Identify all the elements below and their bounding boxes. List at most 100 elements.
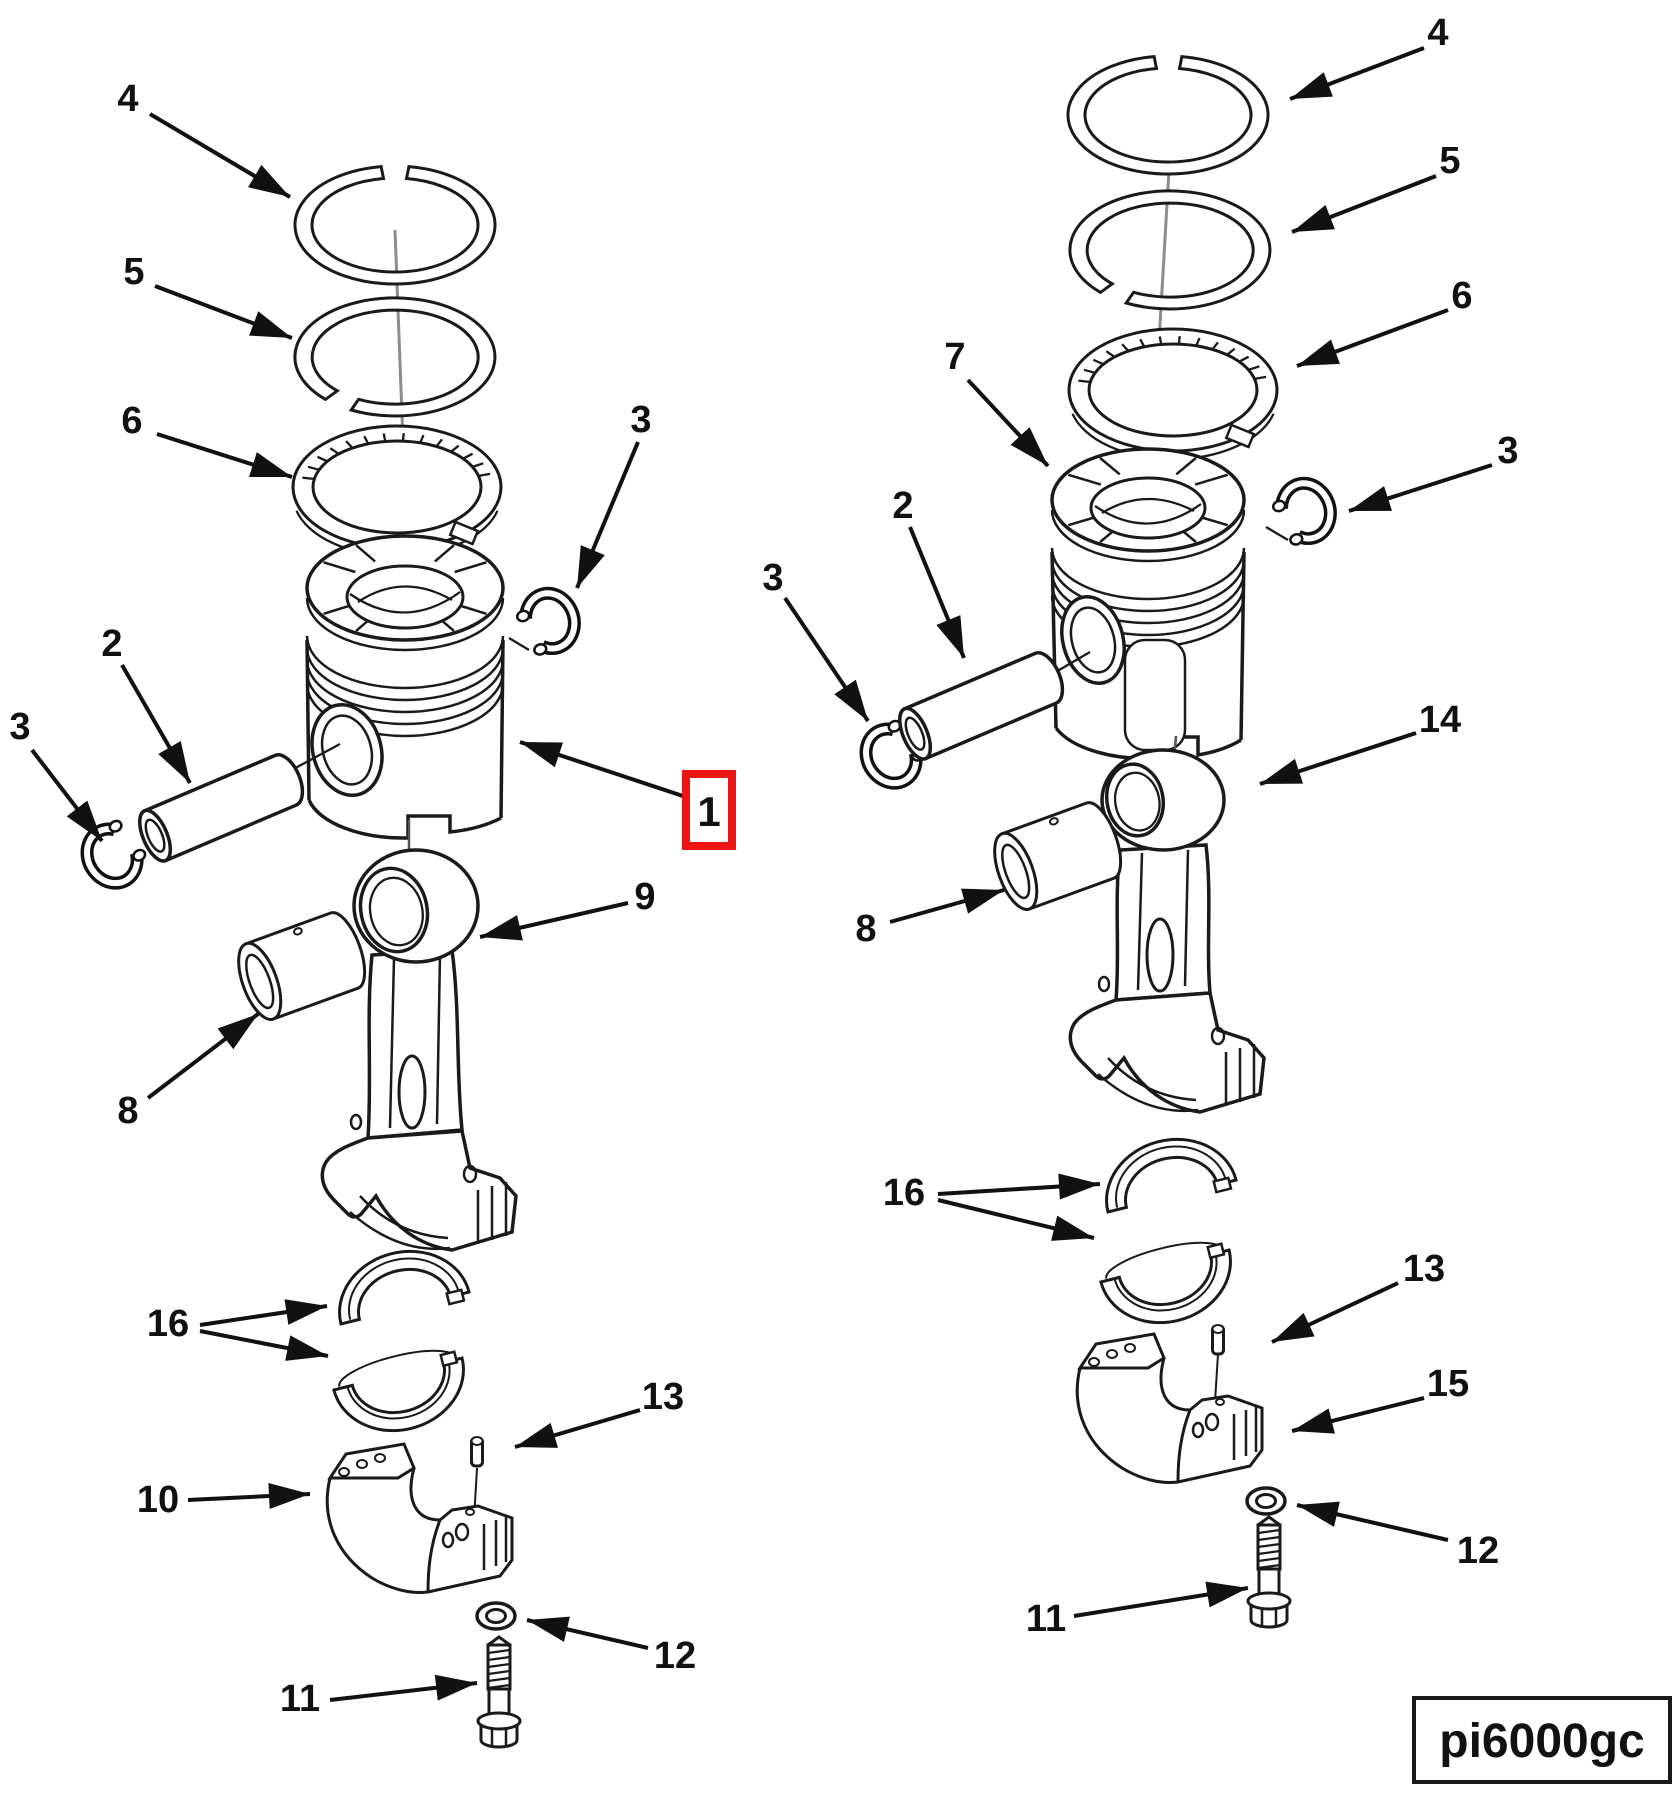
callout-left-washer[interactable]: 12: [654, 1635, 696, 1677]
right-washer: [1245, 1486, 1287, 1516]
arrow-right-12: [1296, 1501, 1449, 1542]
left-washer: [475, 1601, 517, 1631]
callout-left-rod[interactable]: 9: [634, 876, 655, 918]
arrow-left-16a: [199, 1299, 328, 1327]
figure-code-box: pi6000gc: [1412, 1696, 1672, 1784]
left-pin-bushing: [228, 906, 375, 1027]
callout-left-bearing-shells[interactable]: 16: [147, 1303, 189, 1345]
callout-right-pin[interactable]: 2: [892, 485, 913, 527]
callout-right-bushing[interactable]: 8: [855, 908, 876, 950]
right-piston: [1050, 447, 1246, 773]
right-top-compression-ring: [1066, 54, 1270, 176]
arrow-left-9: [479, 901, 629, 941]
callout-left-retainer-lower[interactable]: 3: [9, 706, 30, 748]
callout-left-bolt[interactable]: 11: [280, 1678, 320, 1720]
right-piston-pin: [891, 646, 1071, 765]
arrow-right-5: [1291, 174, 1437, 234]
arrow-right-14: [1259, 731, 1417, 786]
callout-left-bushing[interactable]: 8: [117, 1090, 138, 1132]
arrow-right-11: [1073, 1581, 1249, 1618]
callout-right-ring-second[interactable]: 5: [1439, 140, 1460, 182]
oil-ring-serrations: [302, 432, 491, 481]
highlight-box: [682, 770, 736, 850]
right-bearing-cap: [1075, 1332, 1264, 1484]
right-cap-bolt: [1246, 1515, 1292, 1629]
arrow-left-5: [154, 284, 293, 340]
callout-left-piston[interactable]: 1: [697, 788, 720, 835]
left-cap-bolt: [476, 1635, 522, 1749]
left-assembly: [77, 164, 582, 1749]
right-connecting-rod: [1068, 748, 1266, 1114]
arrow-left-3-lower: [30, 748, 104, 843]
callout-left-ring-top[interactable]: 4: [117, 78, 138, 120]
right-retaining-ring-right: [1269, 477, 1338, 548]
arrow-left-1: [519, 740, 687, 799]
right-oil-control-ring: [1067, 327, 1279, 461]
arrow-left-3-upper: [575, 441, 640, 589]
callout-left-ring-oil[interactable]: 6: [121, 400, 142, 442]
left-bearing-shell-upper: [325, 1236, 473, 1333]
callout-right-rod[interactable]: 14: [1419, 699, 1461, 741]
arrow-right-6: [1296, 308, 1449, 368]
arrow-left-11: [329, 1674, 478, 1702]
right-callout-labels: 4 5 6 7 3 2 3 14 8 16 13 15 12 11: [762, 12, 1518, 1640]
arrow-right-3-left: [783, 596, 870, 723]
arrow-right-3-right: [1348, 463, 1493, 513]
arrow-left-13: [514, 1408, 641, 1449]
left-piston: [305, 534, 505, 857]
left-connecting-rod: [320, 848, 518, 1252]
left-bearing-cap: [325, 1442, 514, 1594]
arrow-right-2: [908, 526, 966, 659]
left-top-compression-ring: [293, 164, 497, 286]
arrow-left-16b: [199, 1329, 329, 1361]
right-dowel: [1211, 1323, 1225, 1356]
left-oil-control-ring: [291, 424, 503, 558]
arrow-right-16a: [937, 1173, 1101, 1200]
callout-right-washer[interactable]: 12: [1457, 1530, 1499, 1572]
arrow-right-7: [966, 378, 1050, 468]
callout-left-bearing-cap[interactable]: 10: [137, 1479, 179, 1521]
callout-left-dowel[interactable]: 13: [642, 1376, 684, 1418]
figure-code-text: pi6000gc: [1439, 1715, 1644, 1768]
callout-right-bearing-shells[interactable]: 16: [883, 1172, 925, 1214]
callout-left-retainer-upper[interactable]: 3: [630, 399, 651, 441]
arrow-right-16b: [937, 1198, 1095, 1241]
callout-right-ring-top[interactable]: 4: [1427, 12, 1448, 54]
callout-right-bearing-cap[interactable]: 15: [1427, 1363, 1469, 1405]
left-callout-labels: 4 5 6 3 2 3 9 8 16 13 10 12 11: [9, 78, 696, 1720]
oil-ring-serrations: [1078, 335, 1267, 384]
figure-code-border: [1412, 1696, 1672, 1784]
highlighted-callout-piston[interactable]: 1: [682, 770, 736, 850]
arrow-right-15: [1291, 1396, 1425, 1434]
callout-left-ring-second[interactable]: 5: [123, 251, 144, 293]
left-bearing-shell-lower: [328, 1339, 478, 1446]
callout-right-retainer-right[interactable]: 3: [1497, 430, 1518, 472]
arrow-left-2: [120, 664, 192, 784]
callout-right-piston[interactable]: 7: [944, 336, 965, 378]
callout-left-pin[interactable]: 2: [101, 623, 122, 665]
left-second-compression-ring: [293, 296, 497, 418]
arrow-left-12: [526, 1616, 649, 1650]
callout-right-dowel[interactable]: 13: [1403, 1248, 1445, 1290]
right-second-compression-ring: [1068, 189, 1272, 311]
arrow-left-4: [148, 112, 292, 199]
left-piston-pin: [131, 748, 311, 867]
callout-right-ring-oil[interactable]: 6: [1451, 275, 1472, 317]
arrow-right-8: [889, 888, 1005, 924]
callout-right-bolt[interactable]: 11: [1026, 1598, 1066, 1640]
right-bearing-shell-upper: [1092, 1124, 1240, 1221]
left-leader-arrows: [30, 112, 687, 1702]
arrow-right-13: [1271, 1281, 1399, 1344]
arrow-left-6: [156, 432, 293, 479]
left-dowel: [470, 1435, 484, 1468]
arrow-right-4: [1289, 46, 1425, 101]
right-assembly: [856, 54, 1338, 1629]
right-bearing-shell-lower: [1095, 1231, 1245, 1338]
callout-right-retainer-left[interactable]: 3: [762, 557, 783, 599]
arrow-left-8: [146, 1012, 260, 1100]
left-piston-pin-bore: [310, 702, 384, 798]
right-leader-arrows: [783, 46, 1493, 1618]
right-piston-pin-bore: [1060, 595, 1126, 685]
